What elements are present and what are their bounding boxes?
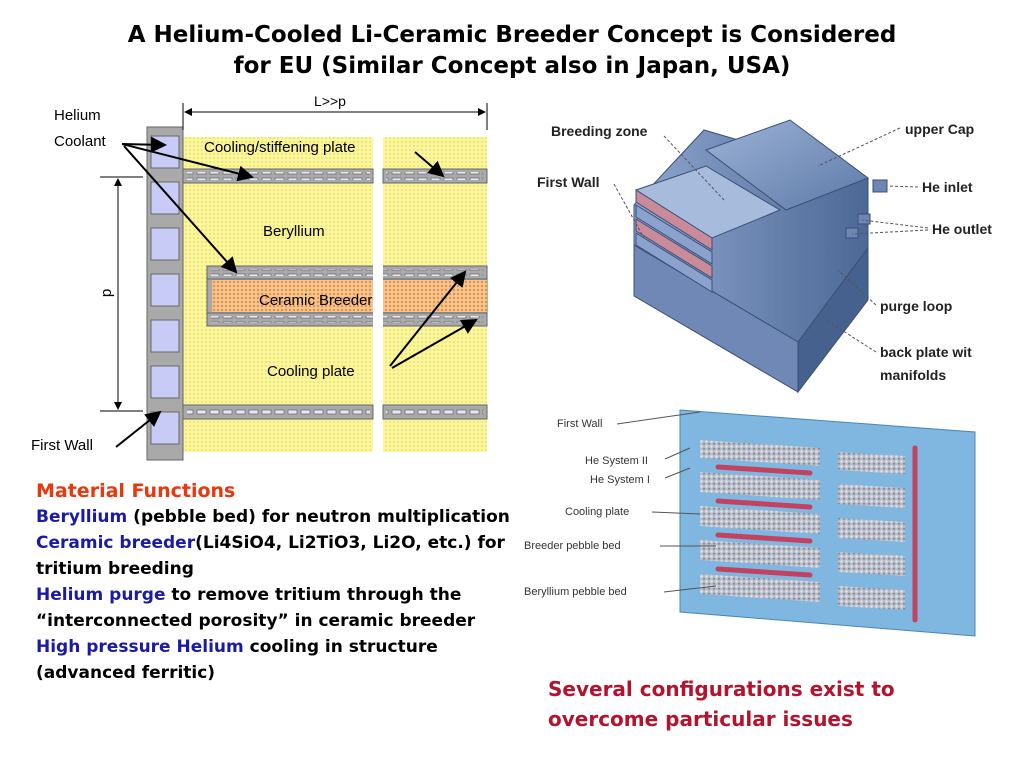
cooling-plate-label: Cooling plate <box>267 363 355 380</box>
leader-lines <box>613 127 929 353</box>
annotation-arrows <box>115 136 478 448</box>
section-cooling-plate-label: Cooling plate <box>565 506 629 518</box>
material-description: (pebble bed) for neutron multiplication <box>127 507 510 527</box>
blanket-cross-section: First Wall He System II He System I Cool… <box>524 409 976 637</box>
cooling-stiffening-plate-label: Cooling/stiffening plate <box>204 139 356 156</box>
material-functions: Material Functions Beryllium (pebble bed… <box>36 478 516 686</box>
pitch-label: p <box>98 289 115 297</box>
section-first-wall-label: First Wall <box>557 418 602 430</box>
ceramic-breeder-region <box>212 280 487 312</box>
breeding-zone-label: Breeding zone <box>551 123 648 139</box>
material-item: Beryllium (pebble bed) for neutron multi… <box>36 504 516 530</box>
he-system-2-label: He System II <box>585 455 648 467</box>
block-right-face <box>797 246 869 394</box>
material-description: (Li4SiO4, Li2TiO3, Li2O, etc.) for triti… <box>36 533 505 579</box>
helium-coolant-label-2: Coolant <box>54 133 107 150</box>
helium-coolant-label-1: Helium <box>54 107 101 124</box>
pebble-bed-layers <box>700 440 905 610</box>
purge-loop-label: purge loop <box>880 298 952 314</box>
material-description: cooling in structure (advanced ferritic) <box>36 637 438 683</box>
he-outlet-label: He outlet <box>932 221 992 237</box>
slide-title: A Helium-Cooled Li-Ceramic Breeder Conce… <box>0 20 1024 82</box>
upper-cap-label: upper Cap <box>905 121 974 137</box>
back-plate-label-2: manifolds <box>880 367 946 383</box>
material-item: High pressure Helium cooling in structur… <box>36 634 516 686</box>
title-line-1: A Helium-Cooled Li-Ceramic Breeder Conce… <box>127 22 897 48</box>
section-leader-lines <box>616 411 717 593</box>
material-item: Ceramic breeder(Li4SiO4, Li2TiO3, Li2O, … <box>36 530 516 582</box>
ceramic-breeder-label: Ceramic Breeder <box>259 292 372 309</box>
first-wall-label: First Wall <box>31 437 93 454</box>
breeder-schematic: L>>p p Helium Coolant Cooling/stiffening… <box>31 93 488 461</box>
breeding-plates <box>634 165 782 293</box>
beryllium-pebble-bed-label: Beryllium pebble bed <box>524 586 627 598</box>
material-term: High pressure Helium <box>36 637 244 657</box>
material-term: Ceramic breeder <box>36 533 196 553</box>
title-line-2: for EU (Similar Concept also in Japan, U… <box>233 53 791 79</box>
configurations-note: Several configurations exist to overcome… <box>548 677 895 731</box>
he-system-1-label: He System I <box>590 474 650 486</box>
material-term: Helium purge <box>36 585 166 605</box>
beryllium-label: Beryllium <box>263 223 325 240</box>
material-item: Helium purge to remove tritium through t… <box>36 582 516 634</box>
material-functions-heading: Material Functions <box>36 480 236 502</box>
block-first-wall-label: First Wall <box>537 174 600 190</box>
stiffening-plate-bottom <box>182 404 488 420</box>
length-label: L>>p <box>314 93 346 109</box>
upper-cap <box>704 119 870 211</box>
breeder-tubes <box>715 445 918 623</box>
breeding-blanket-3d: Breeding zone First Wall upper Cap He in… <box>537 119 992 394</box>
first-wall-channels <box>150 135 180 445</box>
back-plate-label-1: back plate wit <box>880 344 972 360</box>
he-pipes <box>845 179 888 239</box>
material-description: to remove tritium through the “interconn… <box>36 585 476 631</box>
material-term: Beryllium <box>36 507 128 527</box>
breeder-pebble-bed-label: Breeder pebble bed <box>524 540 621 552</box>
he-inlet-label: He inlet <box>922 179 973 195</box>
